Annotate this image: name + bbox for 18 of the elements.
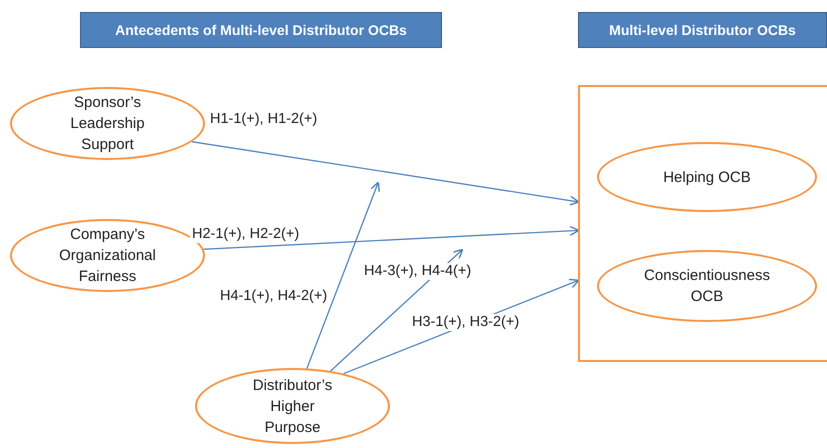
arrow [204, 226, 580, 250]
construct-label: Sponsor’s Leadership Support [69, 93, 146, 155]
edge-label: H2-1(+), H2-2(+) [190, 226, 302, 243]
edge-label: H4-1(+), H4-2(+) [218, 288, 330, 305]
edge-label: H4-3(+), H4-4(+) [362, 263, 474, 280]
construct-label: Distributor’s Higher Purpose [252, 376, 334, 438]
group-frame [578, 85, 827, 362]
title-banner [578, 12, 827, 48]
heading-text: Multi-level Distributor OCBs [609, 22, 796, 38]
edge-label: H1-1(+), H1-2(+) [208, 111, 320, 128]
arrow [192, 141, 580, 206]
construct-label: Conscientiousness OCB [643, 266, 771, 307]
construct-label: Company’s Organizational Fairness [58, 225, 157, 287]
construct-label: Helping OCB [663, 168, 751, 188]
heading-text: Antecedents of Multi-level Distributor OCBs [115, 22, 407, 38]
title-banner [80, 12, 442, 48]
edge-label: H3-1(+), H3-2(+) [410, 314, 522, 331]
arrow [306, 181, 380, 369]
